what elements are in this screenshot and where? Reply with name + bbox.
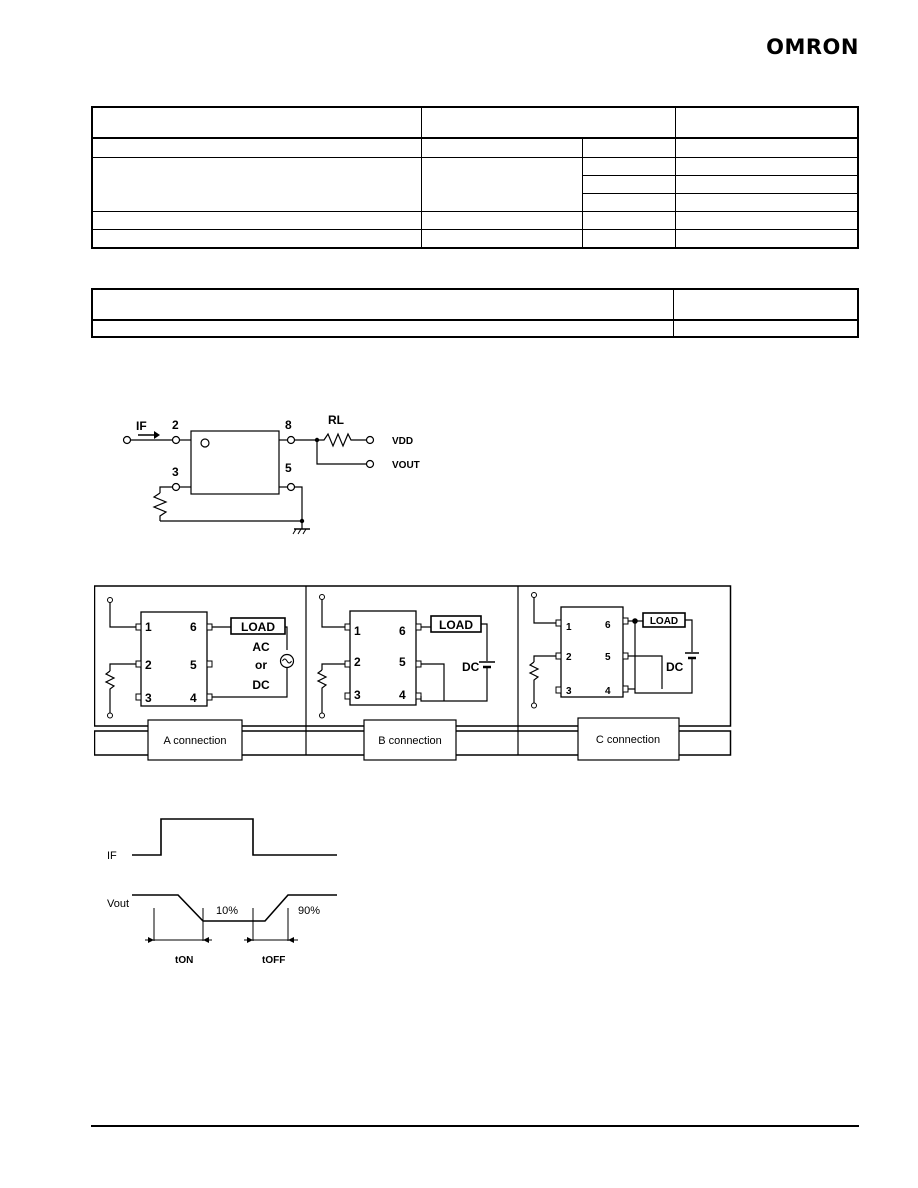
svg-text:3: 3 (354, 688, 361, 702)
svg-text:4: 4 (605, 686, 611, 697)
connection-a: 1 2 3 4 5 6 LOAD AC or DC (104, 597, 295, 719)
svg-text:DC: DC (462, 660, 480, 674)
pin-3-label: 3 (172, 465, 179, 479)
dc-battery-icon (685, 652, 699, 660)
table-row (91, 210, 859, 230)
svg-text:1: 1 (354, 624, 361, 638)
svg-text:4: 4 (190, 691, 197, 705)
input-terminal (122, 435, 132, 445)
svg-text:6: 6 (399, 624, 406, 638)
table-row (92, 174, 859, 194)
caption-box-c (577, 717, 680, 761)
table-row (91, 137, 859, 158)
connection-c: 1 2 3 4 5 6 LOAD DC (528, 592, 699, 709)
specs-table-1 (91, 106, 859, 249)
arrow-icon (247, 937, 253, 943)
footer-rule (91, 1125, 859, 1127)
device-c-box (560, 606, 624, 698)
table-row (91, 319, 859, 338)
svg-text:3: 3 (566, 686, 572, 697)
device-a-box (140, 611, 208, 707)
svg-text:DC: DC (252, 678, 270, 692)
svg-text:LOAD: LOAD (650, 616, 678, 627)
pin-8-label: 8 (285, 418, 292, 432)
pin1-marker-icon (200, 438, 210, 448)
resistor-icon (152, 492, 168, 521)
svg-text:3: 3 (145, 691, 152, 705)
ground-icon (292, 528, 310, 535)
svg-text:or: or (255, 658, 267, 672)
svg-text:DC: DC (666, 660, 684, 674)
pin-5-label: 5 (285, 461, 292, 475)
toff-label: tOFF (262, 955, 285, 966)
load-resistor-icon (317, 432, 366, 448)
table-header-row (91, 106, 859, 139)
svg-text:6: 6 (190, 620, 197, 634)
arrow-icon (203, 937, 209, 943)
resistor-icon (316, 669, 328, 713)
test-circuit-diagram: IF 2 3 8 RL VDD VOUT 5 (122, 413, 420, 535)
load-a-box (230, 617, 286, 635)
pin-2-label: 2 (172, 418, 179, 432)
svg-text:2: 2 (145, 658, 152, 672)
connection-b: 1 2 3 4 5 6 LOAD DC (316, 594, 495, 719)
svg-text:6: 6 (605, 620, 611, 631)
timing-if-label: IF (107, 850, 117, 862)
caption-box-b (363, 719, 457, 761)
svg-text:LOAD: LOAD (439, 618, 473, 632)
svg-text:2: 2 (566, 652, 572, 663)
arrow-icon (148, 937, 154, 943)
if-label: IF (136, 419, 147, 433)
caption-box-a (147, 719, 243, 761)
svg-text:5: 5 (399, 655, 406, 669)
svg-text:5: 5 (190, 658, 197, 672)
svg-text:2: 2 (354, 655, 361, 669)
device-b-box (349, 610, 417, 706)
if-waveform (132, 818, 337, 856)
svg-text:1: 1 (145, 620, 152, 634)
omron-logo: OMRON (766, 35, 859, 59)
connection-diagrams: 1 2 3 4 5 6 LOAD AC or DC 1 2 3 4 5 6 (94, 585, 732, 761)
dc-battery-icon (479, 661, 495, 669)
timing-vout-label: Vout (107, 898, 129, 910)
pct-10-label: 10% (216, 905, 238, 917)
caption-a: A connection (164, 735, 227, 747)
svg-text:5: 5 (605, 652, 611, 663)
table-header-row (91, 288, 859, 321)
vdd-label: VDD (392, 436, 413, 447)
timing-diagram: IF Vout 10% 90% tON tOFF (107, 818, 337, 966)
resistor-icon (104, 670, 116, 713)
caption-b: B connection (378, 735, 442, 747)
table-row (91, 228, 859, 249)
svg-text:4: 4 (399, 688, 406, 702)
vout-label: VOUT (392, 460, 420, 471)
caption-c: C connection (596, 734, 660, 746)
pct-90-label: 90% (298, 905, 320, 917)
svg-text:1: 1 (566, 622, 572, 633)
vout-waveform (132, 894, 337, 922)
svg-text:LOAD: LOAD (241, 620, 275, 634)
ton-label: tON (175, 955, 193, 966)
arrow-icon (288, 937, 294, 943)
svg-text:AC: AC (252, 640, 270, 654)
table-row (91, 156, 859, 212)
specs-table-2 (91, 288, 859, 338)
rl-label: RL (328, 413, 344, 427)
resistor-icon (528, 661, 540, 703)
device-box (190, 430, 280, 495)
